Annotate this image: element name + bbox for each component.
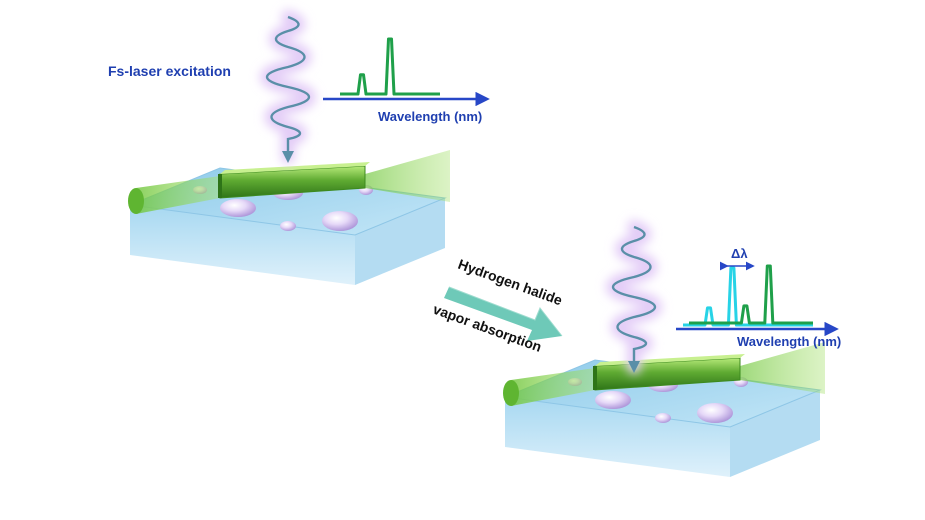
wavelength-axis-label: Wavelength (nm) [378,109,482,124]
excitation-label: Fs-laser excitation [108,63,231,79]
process-arrow-icon [444,286,563,341]
spectrum-series-line [689,264,813,325]
device-before [127,149,451,286]
excitation-wave-icon [613,227,655,367]
spectrum-series-line [683,266,813,327]
wavelength-axis-label: Wavelength (nm) [737,334,841,349]
spectrum-before: Wavelength (nm) [323,37,490,124]
spectrum-after: Δλ Wavelength (nm) [676,246,841,349]
device-after [502,341,826,478]
shift-label: Δλ [731,246,748,261]
spectrum-series-line [340,37,440,96]
excitation-wave-icon [267,17,309,157]
